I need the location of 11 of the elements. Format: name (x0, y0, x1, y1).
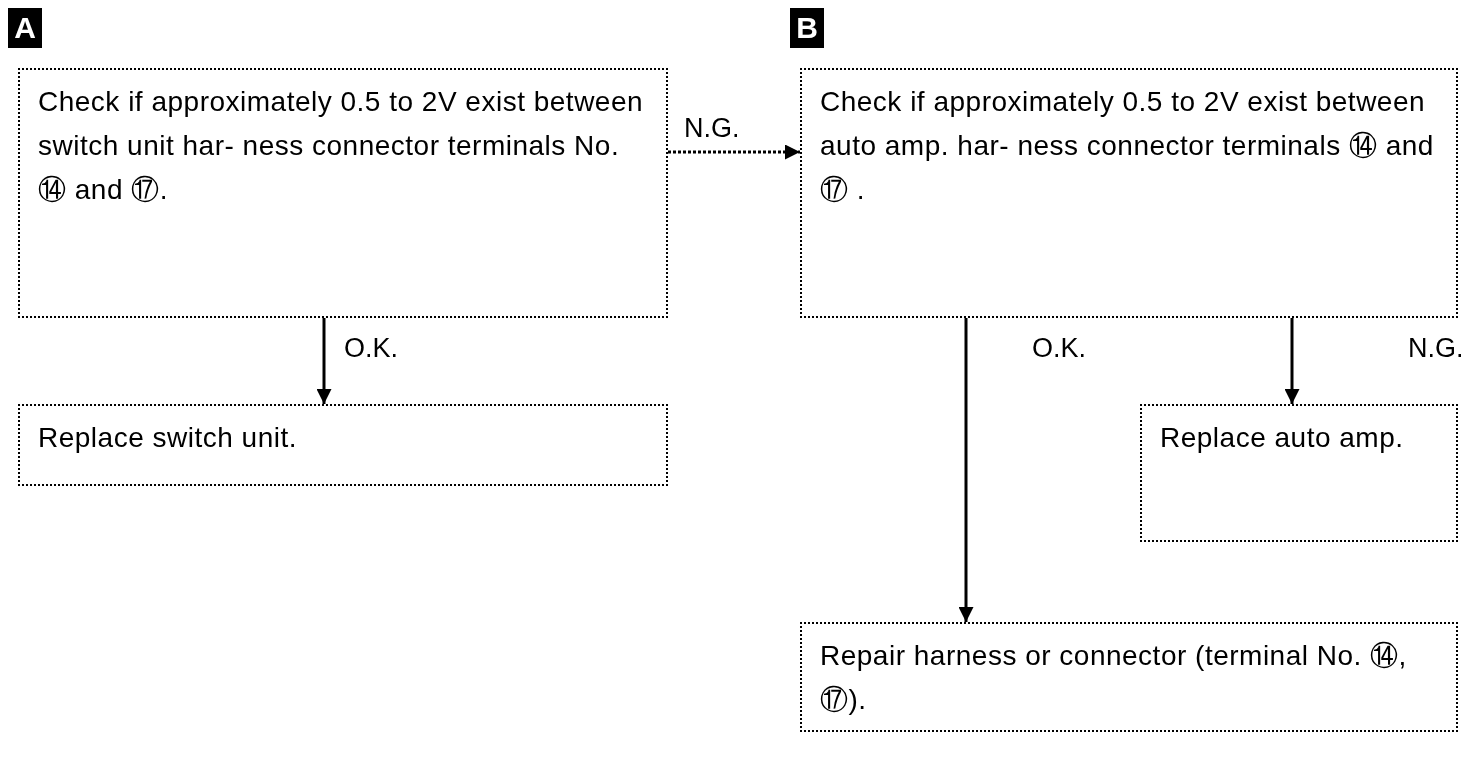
section-letter: A (8, 8, 42, 48)
step-text: Replace auto amp. (1160, 421, 1405, 455)
step-text: Check if approximately 0.5 to 2V exist between auto amp. har- ness connector terminals ⑭ and ⑰ . (820, 85, 1435, 207)
step-text: Check if approximately 0.5 to 2V exist between switch unit har- ness connector terminals No. ⑭ and ⑰. (38, 85, 645, 207)
section-letter: B (790, 8, 824, 48)
step-text: Replace switch unit. (38, 421, 298, 455)
arrow (1284, 318, 1300, 404)
arrow (958, 318, 974, 622)
arrow (668, 144, 800, 160)
arrow (316, 318, 332, 404)
step-text: Repair harness or connector (terminal No. ⑭, ⑰). (820, 639, 1408, 717)
